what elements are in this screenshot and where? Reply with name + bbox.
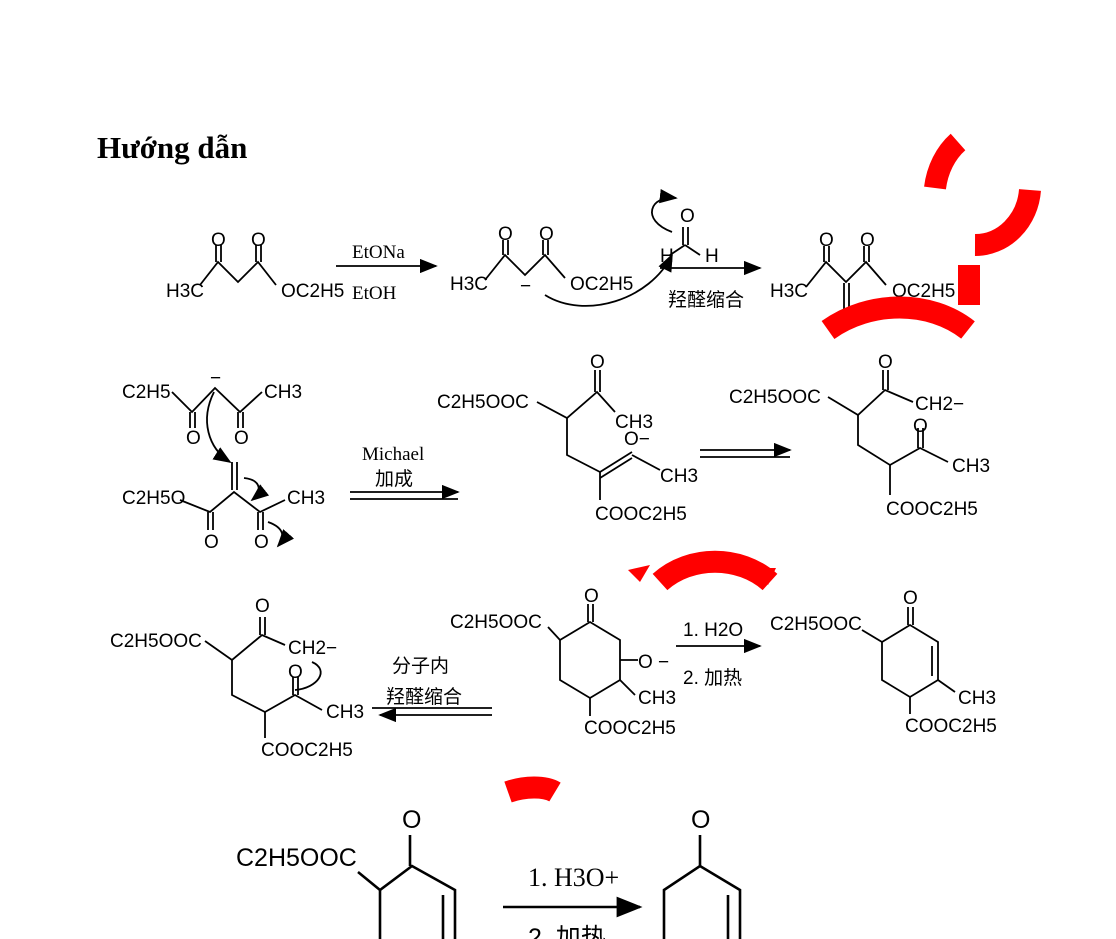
cs-ester: C2H5OOC (110, 631, 202, 652)
ce-o: O (903, 588, 918, 609)
proton-transfer-product: C2H5OOC O CH2− O CH3 COOC2H5 (729, 352, 990, 520)
acceptor-c2h5o: C2H5O (122, 488, 185, 509)
ca-ch3: CH3 (638, 688, 676, 709)
michael-addition-label: 加成 (375, 468, 413, 490)
adduct-o-minus: O− (624, 429, 650, 450)
michael-donor: C2H5 O O − CH3 (122, 368, 302, 463)
donor-c2h5: C2H5 (122, 382, 171, 403)
enolate: H3C O O − OC2H5 (450, 224, 673, 307)
r1-o1: O (211, 230, 226, 251)
pt-ester: C2H5OOC (729, 387, 821, 408)
ca-o-minus: O − (638, 652, 669, 673)
adduct-o: O (590, 352, 605, 373)
red-wedge-right (760, 568, 776, 585)
formaldehyde-h1: H (660, 246, 674, 267)
donor-ch3: CH3 (264, 382, 302, 403)
step-h3o: 1. H3O+ (528, 863, 619, 892)
cs-curved-arrow (294, 661, 322, 691)
acceptor-arrow-2 (267, 521, 295, 548)
enolate-h3c: H3C (450, 274, 488, 295)
pt-ch3: CH3 (952, 456, 990, 477)
step-h2o: 1. H2O (683, 620, 743, 641)
cs-ch2: CH2− (288, 638, 337, 659)
donor-o2: O (234, 428, 249, 449)
pt-o2: O (913, 416, 928, 437)
final-substrate: C2H5OOC O (236, 806, 457, 939)
intramolecular-label: 分子内 (392, 655, 449, 677)
pt-cooet: COOC2H5 (886, 499, 978, 520)
cs-o2: O (288, 662, 303, 683)
red-arc-bottom (504, 776, 561, 803)
page-heading: Hướng dẫn (97, 130, 248, 165)
ca-o: O (584, 586, 599, 607)
red-wedge-left (628, 565, 650, 582)
acceptor-o2: O (254, 532, 269, 553)
adduct-ester: C2H5OOC (437, 392, 529, 413)
equilibrium-arrow-1 (350, 484, 460, 500)
ce-ch3: CH3 (958, 688, 996, 709)
acceptor-ch3: CH3 (287, 488, 325, 509)
formaldehyde: O H H (651, 189, 719, 267)
r1-o2: O (251, 230, 266, 251)
fs-ester: C2H5OOC (236, 844, 357, 872)
cyclization-substrate: C2H5OOC O CH2− O CH3 COOC2H5 (110, 596, 364, 761)
reagent-etoh: EtOH (352, 283, 397, 304)
enolate-o1: O (498, 224, 513, 245)
donor-charge: − (210, 368, 221, 389)
enolate-o2: O (539, 224, 554, 245)
aldol-label: 羟醛缩合 (668, 289, 744, 311)
pt-o1: O (878, 352, 893, 373)
attack-curved-arrow (544, 253, 673, 307)
product-o1: O (819, 230, 834, 251)
cyclohexenone-ester: C2H5OOC O CH3 COOC2H5 (770, 588, 997, 737)
cyclohexenone-o: O (691, 806, 710, 834)
donor-o1: O (186, 428, 201, 449)
cyclic-alkoxide: C2H5OOC O O − CH3 COOC2H5 (450, 586, 676, 739)
cs-o1: O (255, 596, 270, 617)
adduct-ch3-top: CH3 (615, 412, 653, 433)
formaldehyde-h2: H (705, 246, 719, 267)
acceptor-arrow-1 (243, 477, 270, 502)
equilibrium-arrow-2 (700, 442, 792, 458)
carbonyl-curved-arrow (651, 189, 678, 233)
cs-cooet: COOC2H5 (261, 740, 353, 761)
red-arc-mid (821, 296, 975, 340)
formaldehyde-o: O (680, 206, 695, 227)
ca-ester: C2H5OOC (450, 612, 542, 633)
ethyl-acetoacetate: H3C O O OC2H5 (166, 230, 344, 302)
reagent-etona: EtONa (352, 242, 405, 263)
cs-ch3: CH3 (326, 702, 364, 723)
intramolecular-aldol-label: 羟醛缩合 (386, 686, 462, 708)
red-arc-top-left (924, 133, 966, 190)
ce-ester: C2H5OOC (770, 614, 862, 635)
red-scribble-marks (504, 133, 1041, 803)
red-arc-row3 (652, 550, 778, 591)
michael-label: Michael (362, 444, 424, 465)
step-heat-final: 2. 加热 (528, 924, 606, 939)
adduct-ch3-bottom: CH3 (660, 466, 698, 487)
michael-adduct-enolate: C2H5OOC O CH3 O− CH3 COOC2H5 (437, 352, 698, 525)
pt-ch2: CH2− (915, 394, 964, 415)
adduct-cooet: COOC2H5 (595, 504, 687, 525)
r1-oc2h5: OC2H5 (281, 281, 344, 302)
acceptor-o1: O (204, 532, 219, 553)
step-heat: 2. 加热 (683, 667, 742, 689)
equilibrium-arrow-3 (372, 707, 492, 723)
r1-h3c: H3C (166, 281, 204, 302)
enolate-charge: − (520, 276, 531, 297)
red-arc-top-right (974, 188, 1041, 257)
michael-acceptor: O O C2H5O CH3 (122, 462, 325, 553)
ce-cooet: COOC2H5 (905, 716, 997, 737)
enolate-oc2h5: OC2H5 (570, 274, 633, 295)
product-o2: O (860, 230, 875, 251)
red-bar-mid (958, 265, 980, 305)
ca-cooet: COOC2H5 (584, 718, 676, 739)
fs-o: O (402, 806, 421, 834)
product-h3c: H3C (770, 281, 808, 302)
michael-curved-arrow (206, 391, 232, 463)
cyclohexenone: O (662, 806, 742, 939)
